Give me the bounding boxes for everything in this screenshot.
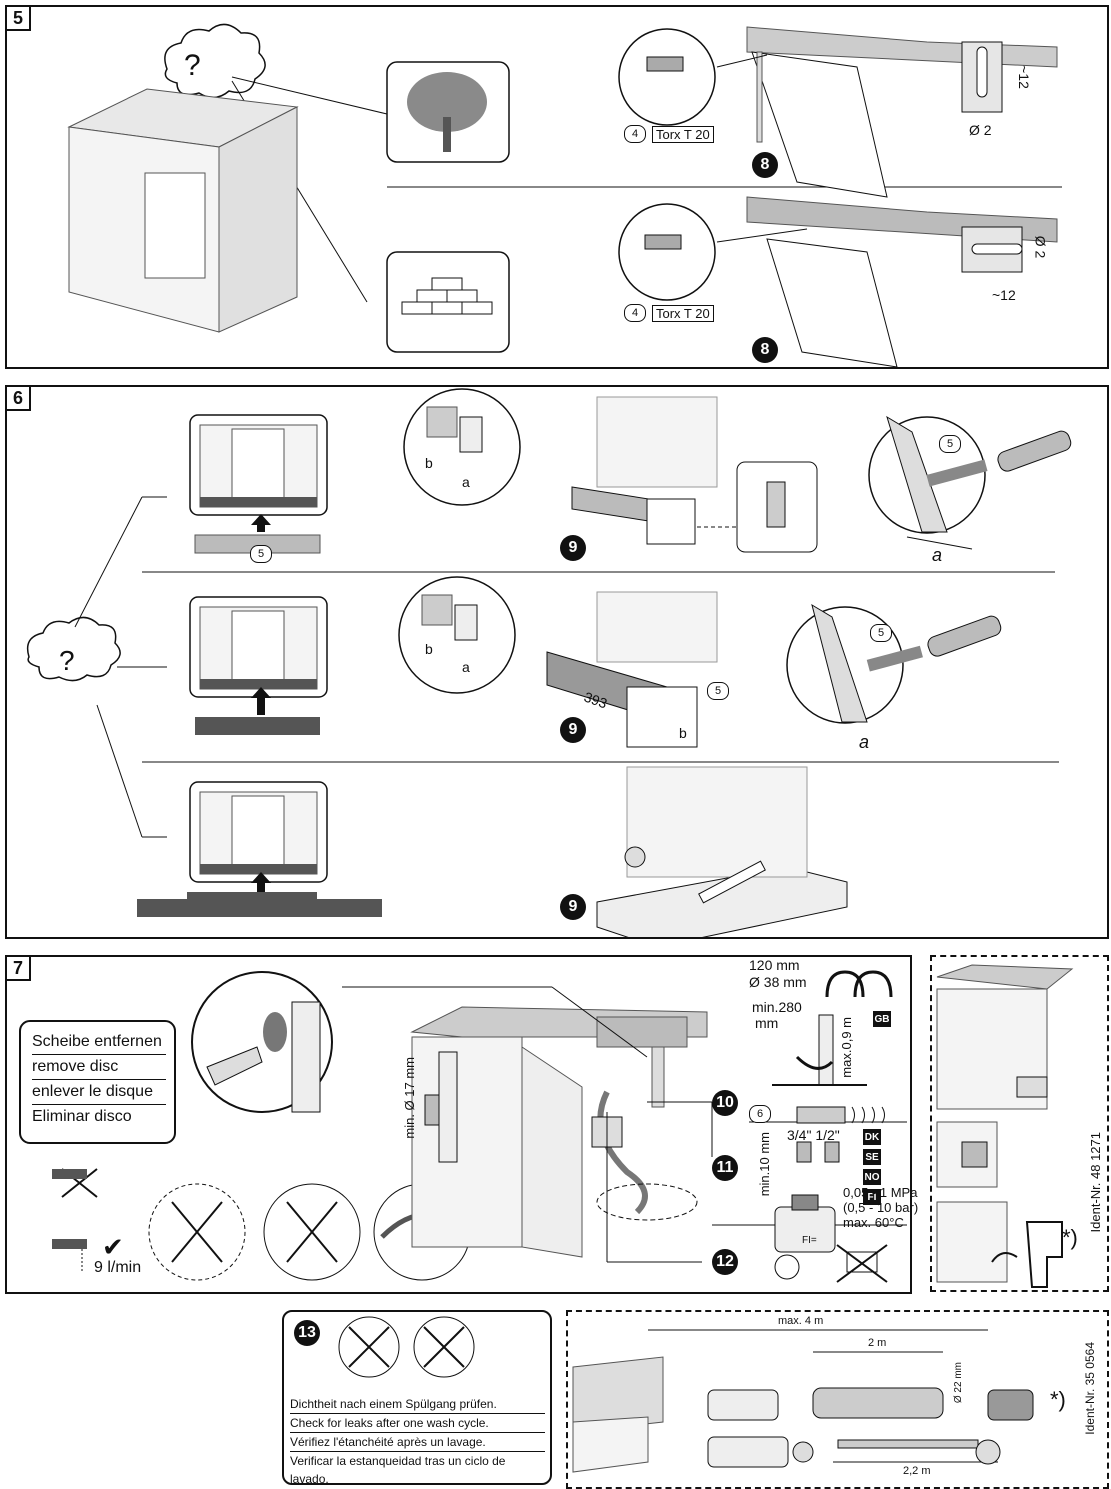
panel-number: 7 <box>5 955 31 981</box>
question-mark: ? <box>184 49 201 82</box>
step-9-row2: 9 <box>560 717 586 743</box>
dim-slot-bottom: ~12 <box>992 287 1016 303</box>
country-tag-gb: GB <box>873 1011 891 1027</box>
panel-number: 6 <box>5 385 31 411</box>
dim-2-2m: 2,2 m <box>903 1465 931 1477</box>
question-mark: ? <box>59 645 75 676</box>
country-tag: DK <box>863 1129 881 1145</box>
remove-disc-labels: Scheibe entfernen remove disc enlever le… <box>32 1030 166 1129</box>
drain-max: max.0,9 m <box>839 1017 854 1078</box>
hose-panel: max. 4 m 2 m Ø 22 mm 2,2 m *) Ident-Nr. … <box>566 1310 1109 1489</box>
country-tag: FI <box>863 1189 881 1205</box>
hex-badge: 5 <box>870 624 892 642</box>
torx-text: Torx T 20 <box>652 125 714 143</box>
dim-slot-top: ~12 <box>1015 65 1032 89</box>
thread-sizes: 3/4" 1/2" <box>787 1127 840 1143</box>
disc-line: enlever le disque <box>32 1080 166 1105</box>
pressure-bar: (0,5 - 10 bar) <box>843 1200 919 1215</box>
disc-line: remove disc <box>32 1055 166 1080</box>
panel-6-drawing <box>26 388 1072 937</box>
step-13: 13 <box>294 1320 320 1346</box>
panel-5: 5 <box>5 5 1109 369</box>
step-8-bottom: 8 <box>752 337 778 363</box>
hose-drawing <box>572 1329 1034 1473</box>
leak-line: Verificar la estanqueidad tras un ciclo … <box>290 1454 506 1486</box>
dim-2m: 2 m <box>868 1337 887 1349</box>
drain-min280: min.280 <box>752 999 802 1015</box>
panel-6: 6 <box>5 385 1109 939</box>
dim-a-screwdriver: a <box>859 732 870 752</box>
leak-line: Dichtheit nach einem Spülgang prüfen. <box>290 1395 545 1414</box>
drain-38: Ø 38 mm <box>749 974 807 990</box>
country-tag: NO <box>863 1169 881 1185</box>
drain-120: 120 mm <box>749 957 800 973</box>
step-9-row1: 9 <box>560 535 586 561</box>
max-temp: max. 60°C <box>843 1215 904 1230</box>
hex-badge: 5 <box>250 545 272 563</box>
torx-label-bottom: 4 Torx T 20 <box>624 304 714 322</box>
flow-rate: 9 l/min <box>94 1259 142 1276</box>
dim-max-4m: max. 4 m <box>778 1315 824 1327</box>
check-mark-icon: ✔ <box>102 1232 124 1262</box>
disc-line: Eliminar disco <box>32 1108 132 1125</box>
disc-line: Scheibe entfernen <box>32 1030 166 1055</box>
step-11: 11 <box>712 1155 738 1181</box>
star-note: *) <box>1050 1387 1066 1412</box>
dim-a: a <box>462 474 470 490</box>
torx-label-top: 4 Torx T 20 <box>624 125 714 143</box>
panel-5-drawing <box>67 23 1062 367</box>
hex-badge: 5 <box>939 435 961 453</box>
dim-dia-top: Ø 2 <box>969 122 992 138</box>
hex-badge: 4 <box>624 304 646 322</box>
leak-line: Vérifiez l'étanchéité après un lavage. <box>290 1433 545 1452</box>
panel-7-drawing <box>19 970 907 1283</box>
dim-22mm: Ø 22 mm <box>953 1362 964 1404</box>
dim-b: b <box>425 455 433 471</box>
pressure-mpa: 0,05 - 1 MPa <box>843 1185 918 1200</box>
min-10-label: min.10 mm <box>757 1132 772 1197</box>
panel-number: 5 <box>5 5 31 31</box>
torx-text: Torx T 20 <box>652 304 714 322</box>
step-12: 12 <box>712 1249 738 1275</box>
dim-dia-bottom: Ø 2 <box>1032 235 1049 259</box>
step-10: 10 <box>712 1090 738 1116</box>
drain-mm: mm <box>755 1015 779 1031</box>
panel-7: 7 <box>5 955 918 1294</box>
fi-label: FI= <box>802 1235 817 1246</box>
side-panel-drawing <box>936 964 1074 1288</box>
min-diameter-label: min. Ø 17 mm <box>402 1057 417 1139</box>
panel-13: 13 Dichtheit nach einem Spülgang prüfen.… <box>282 1310 552 1488</box>
dim-b: b <box>425 641 433 657</box>
star-note: *) <box>1062 1225 1078 1250</box>
side-panel: *) Ident-Nr. 48 1271 <box>930 955 1109 1292</box>
panel-13-drawing <box>338 1316 475 1378</box>
step-8-top: 8 <box>752 152 778 178</box>
hex-badge: 6 <box>749 1105 771 1123</box>
country-tag: SE <box>863 1149 881 1165</box>
leak-line: Check for leaks after one wash cycle. <box>290 1414 545 1433</box>
hex-badge: 4 <box>624 125 646 143</box>
dim-a: a <box>462 659 470 675</box>
hex-badge: 5 <box>707 682 729 700</box>
leak-check-labels: Dichtheit nach einem Spülgang prüfen. Ch… <box>290 1395 545 1488</box>
dim-b-side: b <box>679 725 687 741</box>
ident-number: Ident-Nr. 35 0564 <box>1083 1342 1097 1435</box>
dim-a-screwdriver: a <box>932 545 943 565</box>
ident-number: Ident-Nr. 48 1271 <box>1088 1132 1103 1233</box>
step-9-row3: 9 <box>560 894 586 920</box>
